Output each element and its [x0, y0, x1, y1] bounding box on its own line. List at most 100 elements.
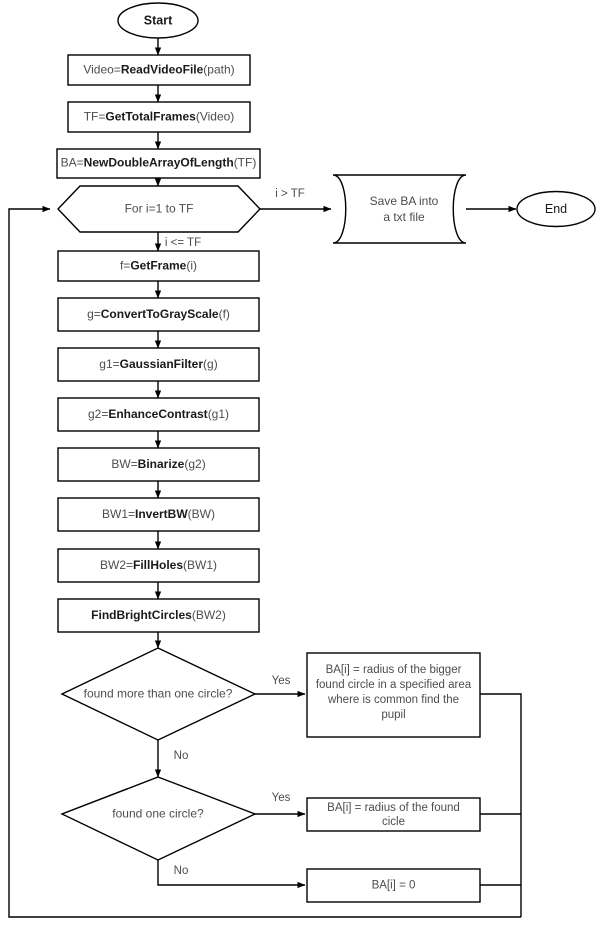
process-fill-holes[interactable]: BW2=FillHoles(BW1) — [57, 548, 260, 583]
args-part: (BW1) — [183, 558, 217, 572]
assign-part: TF= — [84, 110, 106, 124]
decision-diamond — [60, 647, 257, 741]
result1-line-4: pupil — [381, 709, 405, 721]
loop-hexagon — [57, 185, 261, 233]
fn-part: FillHoles — [133, 558, 183, 572]
assign-part: BW2= — [100, 558, 133, 572]
decision1-yes-label: Yes — [272, 675, 291, 687]
process-enhance-contrast[interactable]: g2=EnhanceContrast(g1) — [57, 397, 260, 432]
process-text: FindBrightCircles(BW2) — [91, 608, 226, 622]
connector-decision2-no-to-result3 — [157, 860, 306, 889]
process-invert-bw[interactable]: BW1=InvertBW(BW) — [57, 497, 260, 532]
fn-part: ConvertToGrayScale — [101, 307, 219, 321]
end-terminator[interactable]: End — [516, 190, 596, 228]
args-part: (g) — [203, 357, 218, 371]
loop-preparation-for-i[interactable]: For i=1 to TF — [57, 185, 261, 233]
connector-loopback-to-loop — [8, 205, 521, 918]
connectors — [8, 38, 522, 918]
assign-part: Video= — [83, 63, 120, 77]
args-part: (i) — [186, 259, 197, 273]
result1-line-1: BA[i] = radius of the bigger — [326, 664, 462, 676]
fn-part: Binarize — [138, 457, 185, 471]
process-gaussian-filter[interactable]: g1=GaussianFilter(g) — [57, 347, 260, 382]
stored-data-shape — [332, 174, 467, 244]
assign-part: BA= — [61, 156, 84, 170]
result-found-circle-radius[interactable]: BA[i] = radius of the found cicle — [306, 797, 481, 832]
process-text: BW2=FillHoles(BW1) — [100, 558, 217, 572]
result2-line-2: cicle — [382, 816, 405, 828]
fn-part: EnhanceContrast — [108, 407, 207, 421]
args-part: (BW2) — [192, 608, 226, 622]
result1-line-3: where is common find the — [327, 694, 459, 706]
process-text: BW1=InvertBW(BW) — [102, 507, 215, 521]
process-box — [57, 548, 260, 583]
process-text: TF=GetTotalFrames(Video) — [84, 110, 235, 124]
process-box — [57, 347, 260, 382]
start-terminator[interactable]: Start — [117, 2, 199, 39]
decision-found-more-than-one-circle[interactable]: found more than one circle? — [60, 647, 257, 741]
args-part: (BW) — [188, 507, 215, 521]
result-bigger-circle-radius[interactable]: BA[i] = radius of the bigger found circl… — [306, 652, 481, 738]
process-read-video-file[interactable]: Video=ReadVideoFile(path) — [67, 54, 251, 86]
process-text: g2=EnhanceContrast(g1) — [88, 407, 229, 421]
decision1-no-label: No — [174, 750, 189, 762]
fn-part: GaussianFilter — [120, 357, 204, 371]
process-box — [57, 598, 260, 633]
result-zero[interactable]: BA[i] = 0 — [306, 868, 481, 903]
stored-data-save-ba[interactable]: Save BA into a txt file — [332, 174, 467, 244]
process-box — [57, 397, 260, 432]
loop-continue-label: i <= TF — [165, 237, 201, 249]
process-new-double-array[interactable]: BA=NewDoubleArrayOfLength(TF) — [56, 148, 261, 179]
end-label: End — [545, 202, 567, 216]
result1-line-2: found circle in a specified area — [316, 679, 472, 691]
process-binarize[interactable]: BW=Binarize(g2) — [57, 447, 260, 482]
args-part: (g2) — [184, 457, 205, 471]
assign-part: f= — [120, 259, 130, 273]
result-box — [306, 797, 481, 832]
result3-line-1: BA[i] = 0 — [372, 880, 416, 892]
decision2-no-label: No — [174, 865, 189, 877]
process-box — [57, 447, 260, 482]
decision-diamond — [60, 776, 257, 861]
process-get-frame[interactable]: f=GetFrame(i) — [57, 250, 260, 282]
args-part: (Video) — [196, 110, 234, 124]
connector-result1-to-collector — [480, 693, 522, 917]
args-part: (g1) — [208, 407, 229, 421]
end-ellipse — [516, 190, 596, 228]
fn-part: ReadVideoFile — [121, 63, 204, 77]
assign-part: BW1= — [102, 507, 135, 521]
decision2-yes-label: Yes — [272, 792, 291, 804]
process-box — [57, 297, 260, 332]
storage-line-1: Save BA into — [370, 194, 439, 208]
process-convert-to-gray-scale[interactable]: g=ConvertToGrayScale(f) — [57, 297, 260, 332]
fn-part: NewDoubleArrayOfLength — [84, 156, 234, 170]
fn-part: InvertBW — [135, 507, 188, 521]
loop-exit-label: i > TF — [275, 188, 305, 200]
fn-part: GetFrame — [130, 259, 186, 273]
process-text: Video=ReadVideoFile(path) — [83, 63, 234, 77]
process-box — [56, 148, 261, 179]
result-box — [306, 868, 481, 903]
assign-part: BW= — [111, 457, 137, 471]
decision-label: found one circle? — [112, 807, 204, 821]
process-text: f=GetFrame(i) — [120, 259, 197, 273]
decision-found-one-circle[interactable]: found one circle? — [60, 776, 257, 861]
assign-part: g2= — [88, 407, 108, 421]
start-ellipse — [117, 2, 199, 39]
fn-part: FindBrightCircles — [91, 608, 192, 622]
process-find-bright-circles[interactable]: FindBrightCircles(BW2) — [57, 598, 260, 633]
assign-part: g= — [87, 307, 101, 321]
process-get-total-frames[interactable]: TF=GetTotalFrames(Video) — [67, 101, 251, 133]
args-part: (TF) — [234, 156, 257, 170]
start-label: Start — [144, 13, 173, 27]
storage-line-2: a txt file — [383, 210, 425, 224]
process-text: BW=Binarize(g2) — [111, 457, 205, 471]
args-part: (path) — [203, 63, 234, 77]
process-text: g=ConvertToGrayScale(f) — [87, 307, 230, 321]
result-box — [306, 652, 481, 738]
assign-part: g1= — [99, 357, 119, 371]
process-text: g1=GaussianFilter(g) — [99, 357, 217, 371]
process-box — [67, 101, 251, 133]
